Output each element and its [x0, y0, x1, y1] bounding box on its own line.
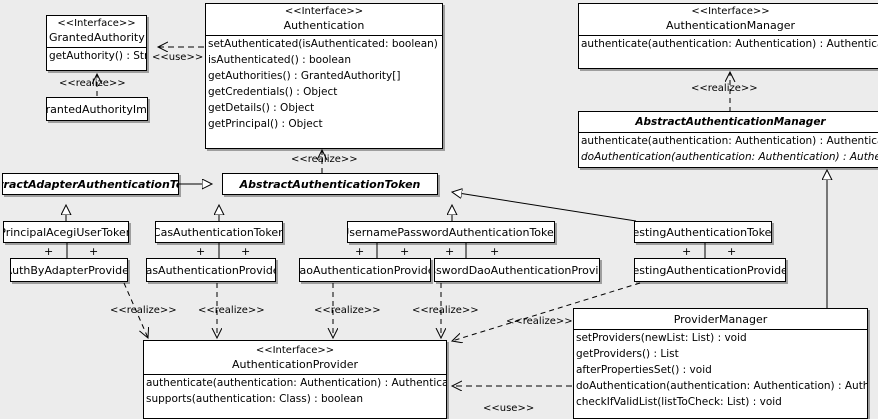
edge-label-realize-abstract-authentication-manager: <<realize>> — [691, 83, 758, 94]
operation-item: authenticate(authentication: Authenticat… — [581, 135, 878, 147]
class-box-cas-authentication-provider[interactable]: CasAuthenticationProvider — [146, 258, 276, 282]
role-marker-plus: + — [196, 245, 206, 258]
compartment-separator — [579, 132, 878, 133]
operations-compartment: authenticate(authentication: Authenticat… — [144, 375, 446, 407]
class-box-granted-authority-impl[interactable]: GrantedAuthorityImpl — [46, 97, 148, 121]
class-name-label: UsernamePasswordAuthenticationToken — [347, 225, 555, 239]
operation-item: afterPropertiesSet() : void — [576, 364, 712, 376]
class-name-label: CasAuthenticationProvider — [146, 263, 275, 277]
edge-label-realize-password-dao-authentication-provider: <<realize>> — [412, 305, 479, 316]
class-box-auth-by-adapter-provider[interactable]: AuthByAdapterProvider — [10, 258, 128, 282]
class-name-label: Authentication — [283, 19, 365, 32]
role-marker-plus: + — [355, 245, 365, 258]
operation-item: supports(authentication: Class) : boolea… — [146, 393, 363, 405]
stereotype-label: <<Interface>> — [691, 6, 770, 17]
edge-label-realize-grantedauthorityimpl: <<realize>> — [59, 78, 126, 89]
class-box-granted-authority[interactable]: <<Interface>> GrantedAuthority getAuthor… — [46, 15, 147, 71]
edge-label-realize-abstract-authentication-token: <<realize>> — [291, 154, 358, 165]
compartment-separator — [144, 374, 446, 375]
class-box-abstract-authentication-token[interactable]: AbstractAuthenticationToken — [222, 173, 438, 195]
operations-compartment: setProviders(newList: List) : void getPr… — [574, 330, 867, 410]
class-name-label: AbstractAdapterAuthenticationToken — [3, 177, 178, 191]
class-box-authentication-provider[interactable]: <<Interface>> AuthenticationProvider aut… — [143, 340, 447, 419]
operation-item: getProviders() : List — [576, 348, 679, 360]
operation-item: getPrincipal() : Object — [208, 118, 323, 130]
stereotype-label: <<Interface>> — [255, 345, 335, 356]
class-name-label: GrantedAuthorityImpl — [46, 102, 147, 116]
class-header-authentication: <<Interface>> Authentication — [206, 4, 442, 35]
class-name-label: AuthenticationProvider — [231, 358, 359, 371]
operation-item: doAuthentication(authentication: Authent… — [581, 151, 878, 163]
class-box-username-password-authentication-token[interactable]: UsernamePasswordAuthenticationToken — [347, 221, 555, 243]
class-box-abstract-authentication-manager[interactable]: AbstractAuthenticationManager authentica… — [578, 111, 878, 168]
stereotype-label: <<Interface>> — [284, 6, 364, 17]
edge-label-realize-testing-authentication-provider: <<realize>> — [506, 316, 573, 327]
class-box-password-dao-authentication-provider[interactable]: PasswordDaoAuthenticationProvider — [434, 258, 600, 282]
role-marker-plus: + — [400, 245, 410, 258]
compartment-separator — [47, 47, 146, 48]
role-marker-plus: + — [89, 245, 99, 258]
role-marker-plus: + — [727, 245, 737, 258]
class-name-label: TestingAuthenticationProvider — [634, 263, 786, 277]
class-header-granted-authority: <<Interface>> GrantedAuthority — [47, 16, 146, 47]
class-name-label: PasswordDaoAuthenticationProvider — [435, 263, 599, 277]
class-header-abstract-authentication-manager: AbstractAuthenticationManager — [579, 112, 878, 132]
operations-compartment: setAuthenticated(isAuthenticated: boolea… — [206, 36, 442, 132]
class-name-label: PrincipalAcegiUserToken — [3, 225, 129, 239]
role-marker-plus: + — [682, 245, 692, 258]
class-box-dao-authentication-provider[interactable]: DaoAuthenticationProvider — [299, 258, 431, 282]
class-header-authentication-manager: <<Interface>> AuthenticationManager — [579, 4, 878, 35]
compartment-separator — [579, 35, 878, 36]
operation-item: doAuthentication(authentication: Authent… — [576, 380, 867, 392]
class-name-label: AuthByAdapterProvider — [10, 263, 128, 277]
operations-compartment: authenticate(authentication: Authenticat… — [579, 36, 878, 52]
class-name-label: AbstractAuthenticationManager — [635, 116, 826, 128]
class-name-label: ProviderManager — [673, 313, 768, 326]
operation-item: isAuthenticated() : boolean — [208, 54, 351, 66]
operation-item: authenticate(authentication: Authenticat… — [146, 377, 447, 389]
stereotype-label: <<Interface>> — [57, 18, 136, 29]
edge-label-realize-dao-authentication-provider: <<realize>> — [314, 305, 381, 316]
operation-item: authenticate(authentication: Authenticat… — [581, 38, 878, 50]
class-box-abstract-adapter-authentication-token[interactable]: AbstractAdapterAuthenticationToken — [2, 173, 179, 195]
operations-compartment: getAuthority() : String — [47, 48, 146, 64]
edge-label-realize-cas-authentication-provider: <<realize>> — [198, 305, 265, 316]
compartment-separator — [206, 35, 442, 36]
edge-label-use-provider-manager: <<use>> — [483, 403, 535, 414]
operation-item: setAuthenticated(isAuthenticated: boolea… — [208, 38, 442, 50]
class-name-label: AuthenticationManager — [666, 19, 795, 32]
operation-item: getAuthorities() : GrantedAuthority[] — [208, 70, 401, 82]
class-name-label: GrantedAuthority — [49, 31, 145, 44]
role-marker-plus: + — [241, 245, 251, 258]
class-name-label: AbstractAuthenticationToken — [239, 177, 421, 191]
class-header-provider-manager: ProviderManager — [574, 309, 867, 329]
class-box-authentication[interactable]: <<Interface>> Authentication setAuthenti… — [205, 3, 443, 149]
edge-label-use-authentication-grantedauthority: <<use>> — [152, 52, 204, 63]
operation-item: getDetails() : Object — [208, 102, 315, 114]
class-header-authentication-provider: <<Interface>> AuthenticationProvider — [144, 341, 446, 374]
role-marker-plus: + — [490, 245, 500, 258]
operation-item: setProviders(newList: List) : void — [576, 332, 747, 344]
class-name-label: TestingAuthenticationToken — [634, 225, 772, 239]
class-name-label: DaoAuthenticationProvider — [299, 263, 430, 277]
operation-item: getAuthority() : String — [49, 50, 147, 62]
class-box-authentication-manager[interactable]: <<Interface>> AuthenticationManager auth… — [578, 3, 878, 69]
class-box-testing-authentication-provider[interactable]: TestingAuthenticationProvider — [634, 258, 786, 282]
operation-item: checkIfValidList(listToCheck: List) : vo… — [576, 396, 782, 408]
class-box-provider-manager[interactable]: ProviderManager setProviders(newList: Li… — [573, 308, 868, 419]
compartment-separator — [574, 329, 867, 330]
class-name-label: CasAuthenticationToken — [155, 225, 283, 239]
operation-item: getCredentials() : Object — [208, 86, 338, 98]
operations-compartment: authenticate(authentication: Authenticat… — [579, 133, 878, 165]
class-box-cas-authentication-token[interactable]: CasAuthenticationToken — [155, 221, 283, 243]
edge-label-realize-auth-by-adapter-provider: <<realize>> — [110, 305, 177, 316]
class-box-testing-authentication-token[interactable]: TestingAuthenticationToken — [634, 221, 772, 243]
role-marker-plus: + — [44, 245, 54, 258]
role-marker-plus: + — [445, 245, 455, 258]
class-box-principal-acegi-user-token[interactable]: PrincipalAcegiUserToken — [3, 221, 129, 243]
